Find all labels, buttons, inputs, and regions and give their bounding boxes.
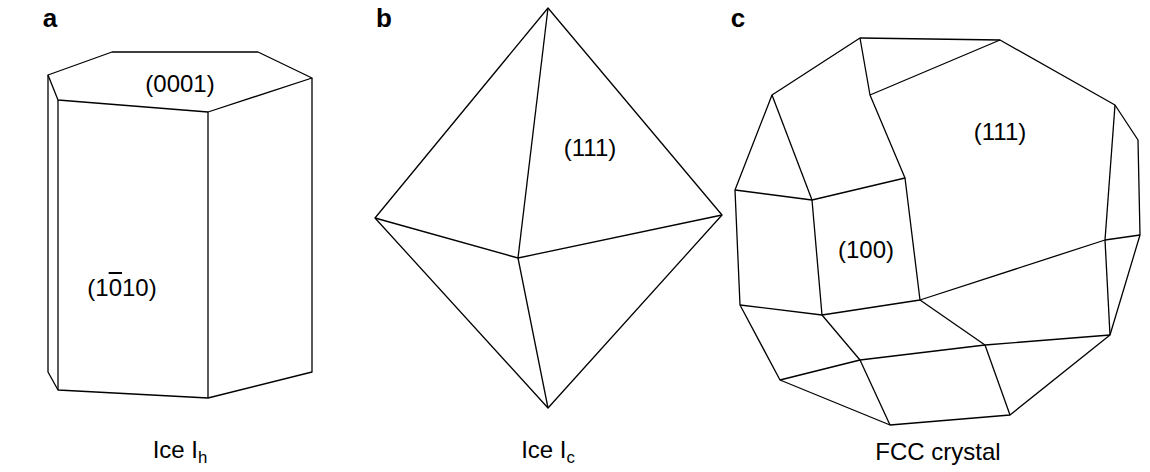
- face-index: (111): [564, 136, 616, 160]
- label-part: 0: [109, 274, 122, 301]
- label-part: (1: [87, 274, 108, 301]
- phase-name: Ice Ic: [521, 438, 575, 467]
- panel-letter: b: [376, 5, 392, 31]
- label-part: (100): [838, 236, 894, 263]
- face-index: (1010): [87, 276, 156, 300]
- hexagonal-prism: [48, 52, 312, 398]
- label-part: (111): [564, 134, 616, 161]
- label-part: a: [43, 3, 57, 33]
- label-part: (0001): [145, 70, 214, 97]
- label-part: Ice I: [521, 436, 566, 463]
- panel-letter: a: [43, 5, 57, 31]
- label-part: 10): [122, 274, 157, 301]
- label-part: Ice I: [153, 436, 198, 463]
- label-part: b: [376, 3, 392, 33]
- label-part: c: [731, 3, 745, 33]
- truncated-octahedron: [735, 38, 1140, 425]
- phase-name: FCC crystal: [875, 440, 1000, 464]
- panel-letter: c: [731, 5, 745, 31]
- face-index: (0001): [145, 72, 214, 96]
- label-part: c: [566, 448, 574, 467]
- face-index: (100): [838, 238, 894, 262]
- label-part: h: [198, 448, 207, 467]
- label-part: FCC crystal: [875, 438, 1000, 465]
- label-part: (111): [974, 118, 1026, 145]
- face-index: (111): [974, 120, 1026, 144]
- octahedron: [375, 8, 722, 408]
- phase-name: Ice Ih: [153, 438, 208, 467]
